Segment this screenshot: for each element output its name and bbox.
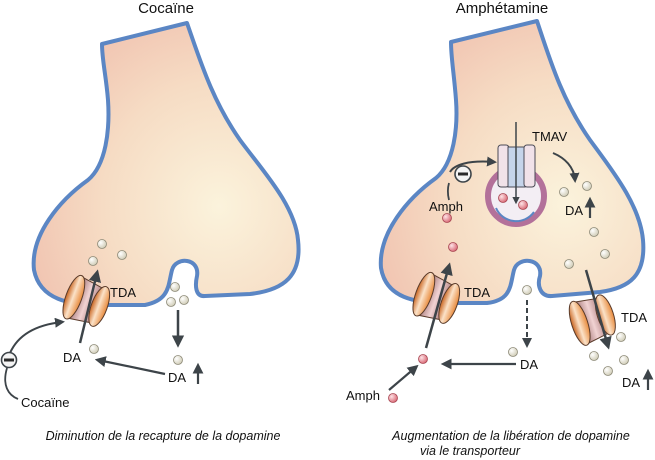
dopamine-molecule	[508, 347, 518, 357]
amphetamine-molecule	[518, 200, 528, 210]
dopamine-molecule	[564, 259, 574, 269]
transporter-label-left: TDA	[464, 285, 490, 300]
panel-cocaine: Cocaïne TDA DA DA	[0, 0, 301, 443]
minus-circle-icon	[454, 165, 472, 183]
panel-title-amphetamine: Amphétamine	[456, 0, 549, 17]
reuptake-arrow	[78, 269, 102, 344]
reverse-transport-arrow	[584, 269, 612, 350]
caption-amphetamine-line1: Augmentation de la libération de dopamin…	[391, 429, 630, 443]
da-label-left: DA	[63, 350, 81, 365]
dopamine-molecule	[522, 285, 532, 295]
amphetamine-molecule	[418, 354, 428, 364]
dopamine-molecule	[603, 366, 613, 376]
minus-circle-icon	[0, 351, 18, 369]
dopamine-molecule	[589, 227, 599, 237]
dopamine-molecule	[600, 249, 610, 259]
amph-label-inside: Amph	[429, 199, 463, 214]
inhibition-arrow	[9, 317, 65, 354]
amphetamine-molecule	[448, 242, 458, 252]
vesicular-transporter	[497, 144, 536, 188]
dopamine-molecule	[582, 181, 592, 191]
da-label-cleft: DA	[520, 357, 538, 372]
da-label-cytosol: DA	[565, 203, 583, 218]
da-label-cleft-right: DA	[622, 375, 640, 390]
da-label-right: DA	[168, 370, 186, 385]
dopamine-molecule	[616, 332, 626, 342]
caption-cocaine: Diminution de la recapture de la dopamin…	[46, 429, 281, 443]
inhibition-arrow	[449, 156, 497, 173]
amph-uptake-arrow	[424, 262, 453, 349]
dopamine-molecule	[170, 282, 180, 292]
panel-amphetamine: Amphétamine TMAV Amph DA	[346, 0, 654, 458]
vmat-label: TMAV	[532, 129, 567, 144]
dopamine-transporter	[568, 294, 616, 346]
amphetamine-molecule	[498, 193, 508, 203]
amph-label-outside: Amph	[346, 388, 380, 403]
dopamine-transporter	[62, 274, 111, 327]
amph-approach-arrow	[388, 364, 419, 391]
dopamine-molecule	[619, 355, 629, 365]
amphetamine-molecule	[442, 213, 452, 223]
dopamine-molecule	[166, 297, 176, 307]
transporter-label: TDA	[110, 285, 136, 300]
dopamine-molecule	[97, 239, 107, 249]
drug-label-cocaine: Cocaïne	[21, 395, 69, 410]
dopamine-molecule	[88, 256, 98, 266]
panel-title-cocaine: Cocaïne	[138, 0, 194, 17]
dopamine-molecule	[89, 344, 99, 354]
caption-amphetamine-line2: via le transporteur	[420, 444, 521, 458]
amphetamine-molecule	[388, 393, 398, 403]
diffusion-arrow	[94, 356, 166, 376]
cocaine-connector	[4, 367, 19, 400]
amph-connector	[446, 182, 450, 201]
dopamine-molecule	[589, 351, 599, 361]
dopamine-molecule	[559, 187, 569, 197]
transporter-label-right: TDA	[621, 310, 647, 325]
dopamine-molecule	[117, 250, 127, 260]
vesicle-release-arrow	[552, 152, 580, 183]
dopamine-molecule	[173, 355, 183, 365]
presynaptic-terminal	[31, 21, 301, 307]
dopamine-molecule	[179, 295, 189, 305]
